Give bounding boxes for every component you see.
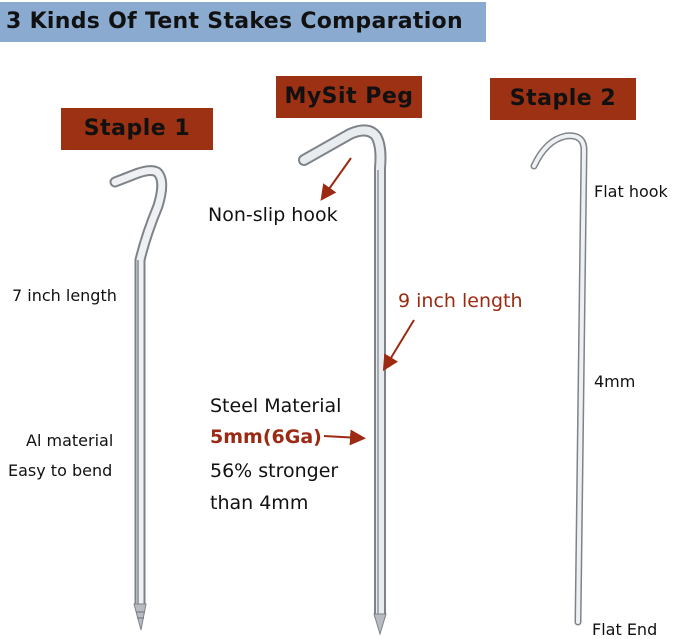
page-banner: 3 Kinds Of Tent Stakes Comparation — [0, 2, 486, 42]
staple-2-stake — [530, 132, 588, 626]
mysit-length-note: 9 inch length — [398, 290, 523, 312]
staple-2-end-note: Flat End — [592, 620, 658, 639]
mysit-strength-line-2: than 4mm — [210, 492, 309, 514]
staple-2-label: Staple 2 — [490, 78, 636, 120]
gauge-arrow-icon — [323, 429, 366, 446]
mysit-peg-label: MySit Peg — [276, 76, 422, 118]
mysit-peg-name: MySit Peg — [284, 84, 414, 109]
mysit-material-note: Steel Material — [210, 395, 342, 417]
staple-1-length-note: 7 inch length — [12, 286, 117, 305]
staple-1-name: Staple 1 — [83, 116, 191, 141]
hook-arrow-icon — [320, 157, 352, 201]
staple-1-bend-note: Easy to bend — [8, 461, 113, 480]
mysit-hook-note: Non-slip hook — [208, 204, 338, 226]
staple-1-material-note: Al material — [26, 431, 114, 450]
staple-2-diameter-note: 4mm — [594, 372, 636, 391]
staple-1-stake — [109, 165, 168, 631]
mysit-strength-line-1: 56% stronger — [210, 460, 339, 482]
mysit-gauge-note: 5mm(6Ga) — [210, 426, 322, 448]
staple-2-hook-note: Flat hook — [594, 182, 668, 201]
staple-2-name: Staple 2 — [509, 86, 617, 111]
staple-1-label: Staple 1 — [61, 108, 213, 150]
banner-title: 3 Kinds Of Tent Stakes Comparation — [6, 9, 463, 34]
mysit-peg-stake — [298, 124, 387, 636]
length-arrow-icon — [382, 319, 415, 372]
